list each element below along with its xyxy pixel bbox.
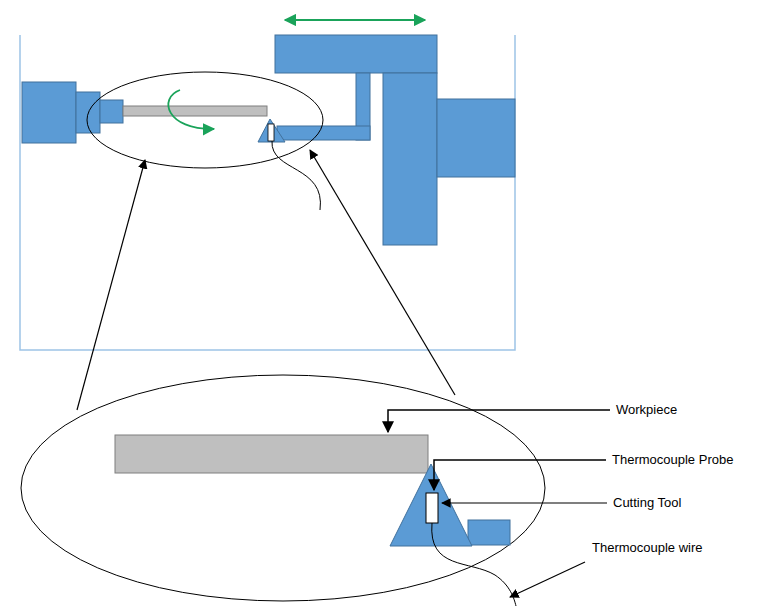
carriage-post [383,73,437,245]
thermocouple-wire [272,141,321,210]
leader-line [510,562,585,597]
detail-ellipse [21,375,545,601]
zoom-ellipse [87,72,323,168]
leader-line [442,502,607,503]
machine-frame [20,35,515,350]
thermocouple-probe [268,124,274,141]
carriage-slide [275,35,437,73]
feed-arrow [285,19,425,21]
cutting-tool-detail [390,464,472,546]
rotation-arrow [168,90,214,129]
leader-line [434,460,606,490]
part-label: Cutting Tool [613,495,681,511]
zoom-arrow [310,150,455,395]
thermocouple-wire-detail [432,523,516,606]
leader-line [388,410,610,432]
part-label: Thermocouple Probe [612,452,733,468]
cutting-tool [258,119,285,142]
part-label: Workpiece [616,402,677,418]
tool-holder [277,126,370,140]
thermocouple-probe-detail [426,493,438,523]
workpiece [123,106,267,116]
headstock [22,82,76,143]
workpiece-detail [115,435,428,473]
zoom-arrow [77,160,145,410]
tool-holder-detail [468,520,510,545]
carriage-block [437,99,515,177]
part-label: Thermocouple wire [592,540,703,556]
chuck [100,100,123,123]
